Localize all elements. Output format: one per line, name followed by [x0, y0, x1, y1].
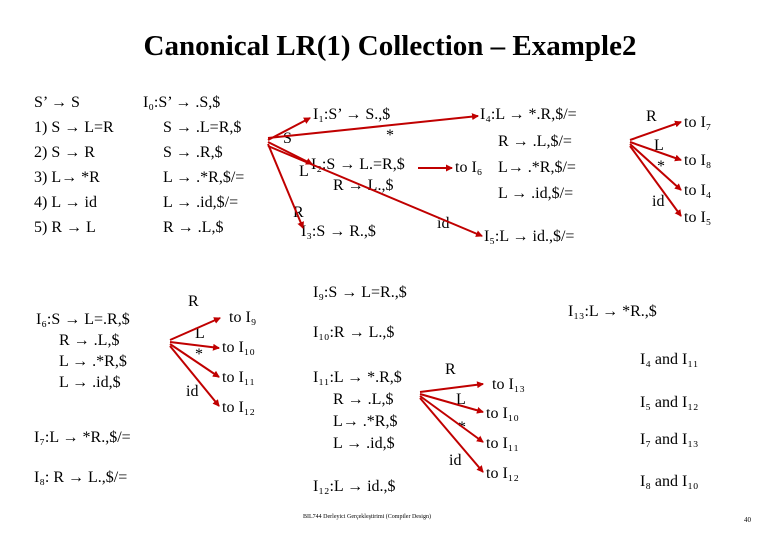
- item: L → .id,$/=: [498, 185, 574, 202]
- arrow-i4-id: [629, 145, 682, 217]
- arrow-i6-star: [169, 343, 220, 378]
- item: S → .R,$: [163, 144, 223, 161]
- transition-symbol-l: L: [299, 163, 309, 180]
- item-set-i1: I₁:S’ → S.,$: [313, 106, 391, 123]
- transition-symbol-s: S: [283, 130, 292, 147]
- transition-symbol-id: id: [449, 452, 462, 469]
- transition-symbol-l: L: [195, 325, 205, 342]
- item: S → .L=R,$: [163, 119, 242, 136]
- footer-text: BIL744 Derleyici Gerçekleştirimi (Compil…: [303, 514, 431, 520]
- item-set-i13: I₁₃:L → *R.,$: [568, 303, 657, 320]
- item: L → .*R,$: [59, 353, 127, 370]
- item: R → .L,$: [59, 332, 120, 349]
- target-label: to I₅: [684, 209, 712, 226]
- arrow-r-to-i3: [267, 143, 304, 229]
- item-set-i3: I₃:S → R.,$: [301, 223, 376, 240]
- transition-symbol-star: *: [657, 158, 665, 175]
- item-set-i5: I₅:L → id.,$/=: [484, 228, 575, 245]
- item: L → .*R,$/=: [163, 169, 245, 186]
- transition-symbol-r: R: [445, 361, 456, 378]
- item-set-i7: I₇:L → *R.,$/=: [34, 429, 131, 446]
- arrow-i11-id: [419, 397, 484, 473]
- merge-pair: I₈ and I₁₀: [640, 473, 699, 490]
- arrow-i11-star: [419, 395, 484, 443]
- grammar-rule: 2) S → R: [34, 144, 95, 161]
- arrow-l-to-i2: [267, 141, 313, 165]
- transition-symbol-r: R: [293, 204, 304, 221]
- transition-symbol-l: L: [456, 391, 466, 408]
- to-i6-label: to I₆: [455, 159, 483, 176]
- item-set-header: I₁₁:L → *.R,$: [313, 369, 402, 386]
- transition-symbol-r: R: [188, 293, 199, 310]
- arrow-i4-star: [629, 143, 682, 191]
- merge-pair: I₅ and I₁₂: [640, 394, 699, 411]
- arrow-i4-r: [629, 120, 682, 141]
- item-set-header: I₆:S → L=.R,$: [36, 311, 130, 328]
- target-label: to I₉: [229, 309, 257, 326]
- item: R → .L,$/=: [498, 133, 572, 150]
- grammar-rule: 3) L→ *R: [34, 169, 100, 186]
- transition-symbol-r: R: [646, 108, 657, 125]
- target-label: to I₇: [684, 114, 712, 131]
- target-label: to I₁₂: [486, 465, 519, 482]
- item: L → .id,$: [59, 374, 121, 391]
- arrow-i11-r: [419, 381, 484, 393]
- arrow-i6-l: [169, 341, 220, 351]
- item-set-header: I₂:S → L.=R,$: [311, 156, 405, 173]
- item: R → .L,$: [163, 219, 224, 236]
- target-label: to I₁₁: [486, 435, 519, 452]
- grammar-rule: S’ → S: [34, 94, 80, 111]
- item-set-header: I₀:S’ → .S,$: [143, 94, 221, 111]
- arrow-i6-r: [169, 317, 221, 341]
- transition-symbol-star: *: [195, 346, 203, 363]
- item-set-i9: I₉:S → L=R.,$: [313, 284, 407, 301]
- transition-symbol-id: id: [652, 193, 665, 210]
- target-label: to I₄: [684, 182, 712, 199]
- grammar-rule: 5) R → L: [34, 219, 96, 236]
- grammar-rule: 1) S → L=R: [34, 119, 114, 136]
- item: L→ .*R,$: [333, 413, 398, 430]
- transition-symbol-id: id: [186, 383, 199, 400]
- target-label: to I₈: [684, 152, 712, 169]
- item: R → .L,$: [333, 391, 394, 408]
- arrow-star-to-i4: [267, 113, 479, 139]
- target-label: to I₁₃: [492, 376, 525, 393]
- target-label: to I₁₁: [222, 369, 255, 386]
- grammar-rule: 4) L → id: [34, 194, 97, 211]
- item-set-i8: I₈: R → L.,$/=: [34, 469, 128, 486]
- merge-pair: I₇ and I₁₃: [640, 431, 699, 448]
- item-set-i12: I₁₂:L → id.,$: [313, 478, 396, 495]
- arrow-id-to-i5: [267, 145, 483, 237]
- slide-title: Canonical LR(1) Collection – Example2: [143, 30, 637, 62]
- item-set-i10: I₁₀:R → L.,$: [313, 324, 395, 341]
- page-number: 40: [744, 516, 751, 524]
- item: L → .id,$/=: [163, 194, 239, 211]
- arrow-i11-l: [419, 393, 484, 414]
- arrow-i6-id: [169, 345, 220, 407]
- arrow-i4-l: [629, 141, 682, 162]
- target-label: to I₁₀: [486, 405, 519, 422]
- merge-pair: I₄ and I₁₁: [640, 351, 699, 368]
- item: L→ .*R,$/=: [498, 159, 576, 176]
- item-set-header: I₄:L → *.R,$/=: [480, 106, 577, 123]
- target-label: to I₁₀: [222, 339, 255, 356]
- item: L → .id,$: [333, 435, 395, 452]
- transition-symbol-star: *: [386, 127, 394, 144]
- transition-symbol-l: L: [654, 137, 664, 154]
- target-label: to I₁₂: [222, 399, 255, 416]
